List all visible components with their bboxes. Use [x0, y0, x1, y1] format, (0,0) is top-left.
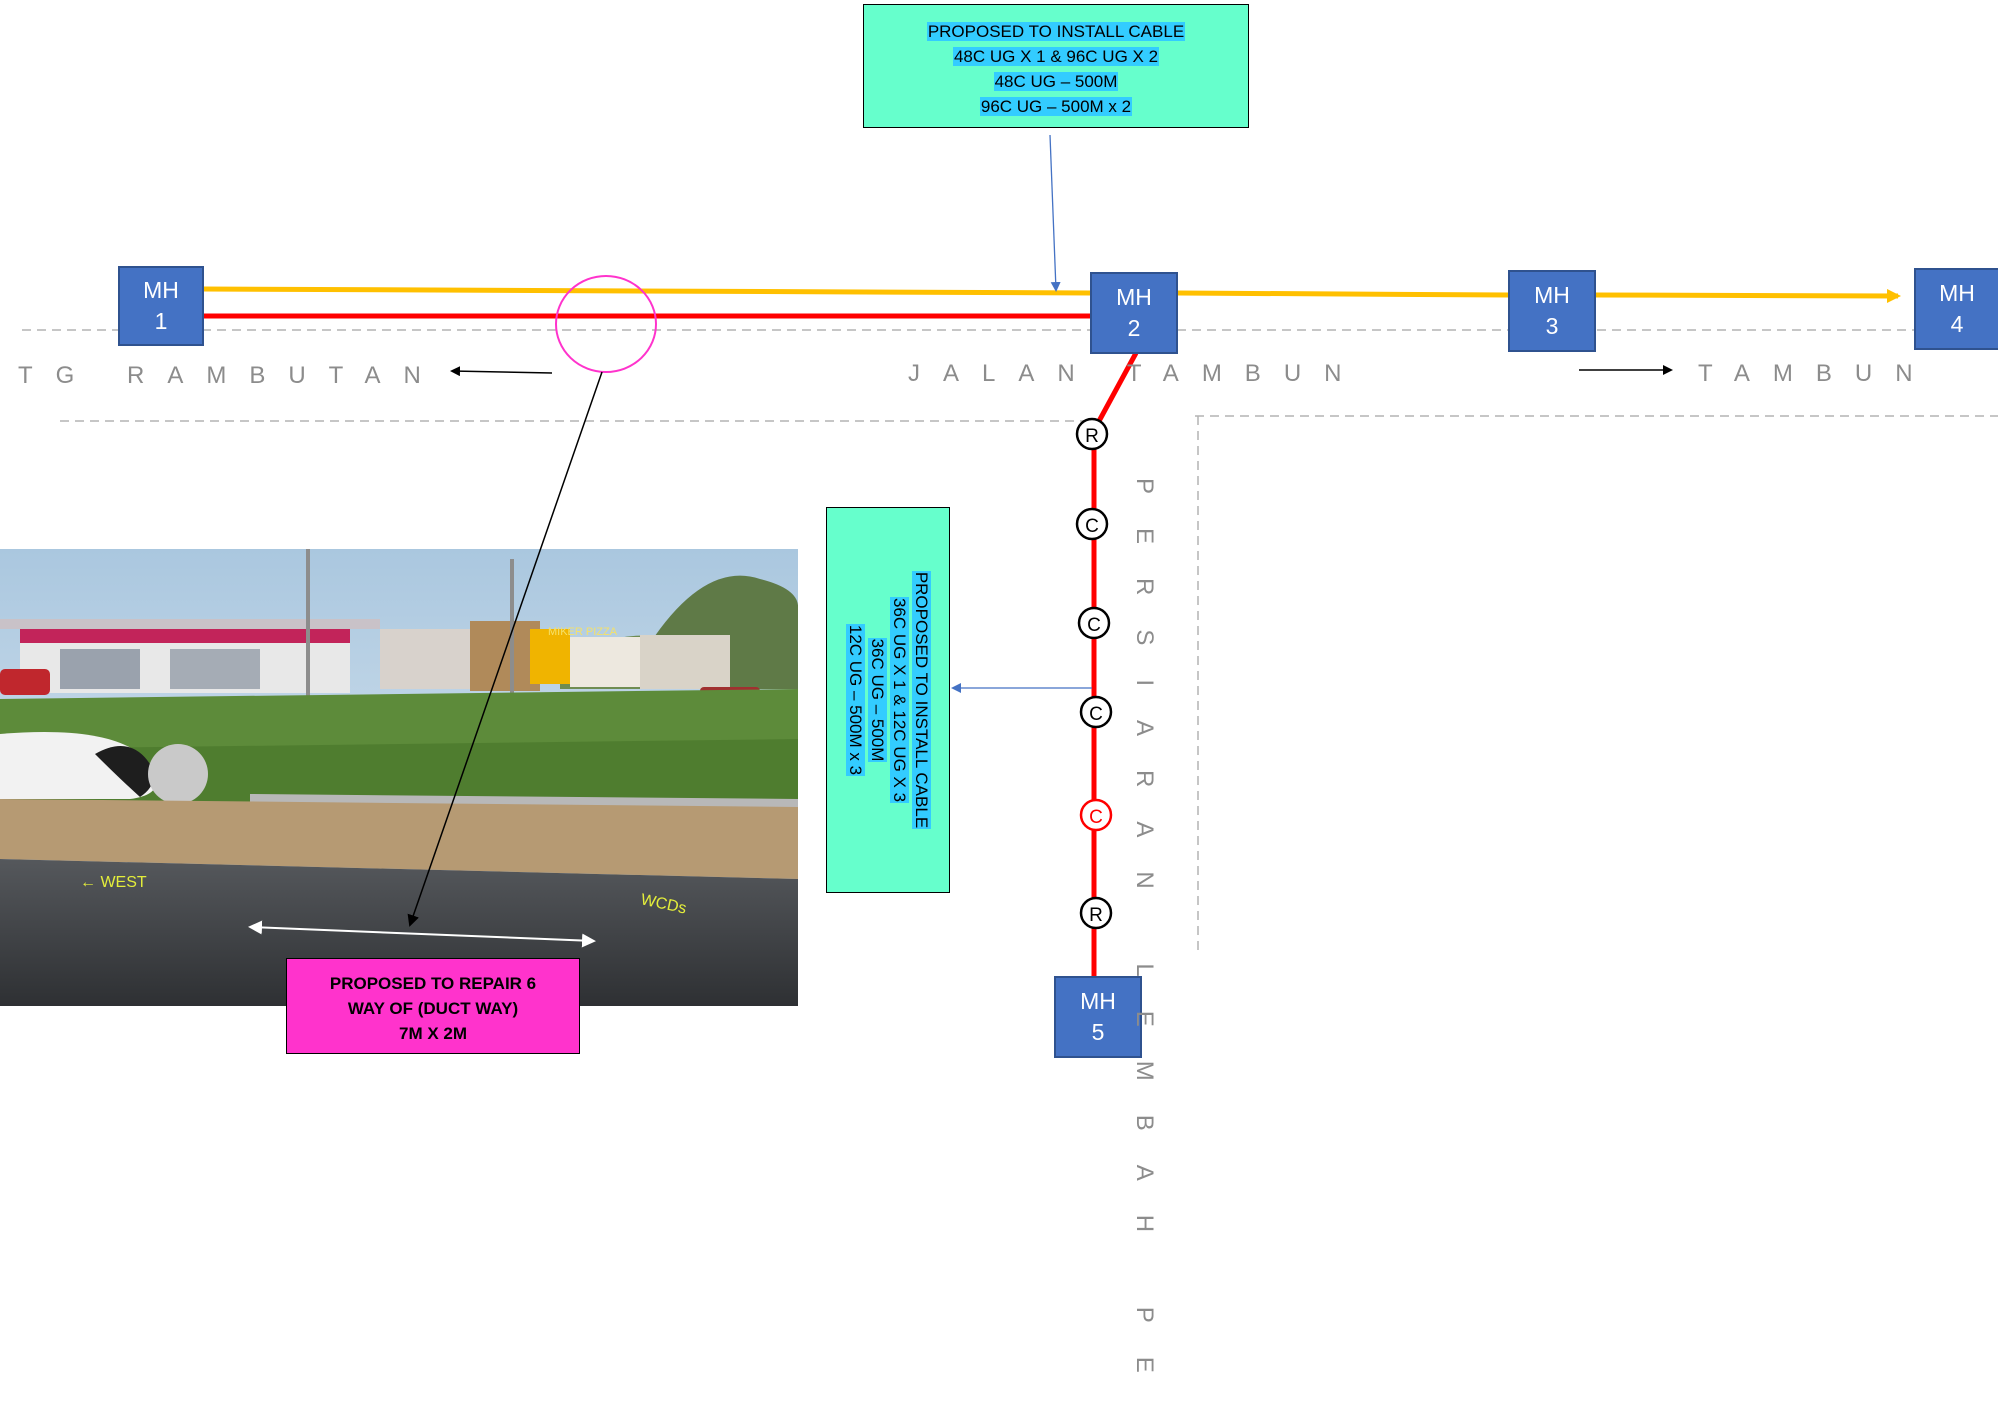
- manhole-2-label: MH: [1116, 284, 1152, 310]
- note-repair-line-2: WAY OF (DUCT WAY): [347, 999, 519, 1018]
- note-repair-duct-way: PROPOSED TO REPAIR 6 WAY OF (DUCT WAY) 7…: [286, 958, 580, 1054]
- repair-location-circle: [555, 275, 657, 373]
- note-top-line-1: PROPOSED TO INSTALL CABLE: [926, 22, 1186, 41]
- site-photo: MIKER PIZZA ← WEST WCDs: [0, 549, 798, 1006]
- manhole-1-number: 1: [154, 308, 168, 334]
- annotation-overlay: [248, 371, 603, 948]
- manhole-3-label: MH: [1534, 282, 1570, 308]
- manhole-4-label: MH: [1939, 280, 1975, 306]
- manhole-4[interactable]: MH 4: [1914, 268, 1998, 350]
- note-top-line-2: 48C UG X 1 & 96C UG X 2: [952, 47, 1160, 66]
- marker-c-1: C: [1075, 507, 1109, 541]
- road-label-jalan-tambun: JALAN TAMBUN: [908, 360, 1365, 387]
- manhole-1-label: MH: [143, 277, 179, 303]
- existing-cable-mh3-mh4: [1595, 288, 1901, 303]
- svg-text:C: C: [1089, 807, 1103, 828]
- svg-text:R: R: [1085, 426, 1099, 447]
- note-install-cable-side: PROPOSED TO INSTALL CABLE 36C UG X 1 & 1…: [826, 507, 950, 893]
- svg-text:C: C: [1087, 615, 1101, 636]
- road-label-tambun: TAMBUN: [1698, 360, 1936, 387]
- marker-c-2: C: [1077, 606, 1111, 640]
- manhole-5-number: 5: [1091, 1019, 1105, 1045]
- callout-arrow-top-note: [1049, 134, 1061, 292]
- manhole-3-number: 3: [1545, 313, 1559, 339]
- manhole-3[interactable]: MH 3: [1508, 270, 1596, 352]
- svg-text:← WEST: ← WEST: [80, 874, 147, 891]
- note-repair-line-1: PROPOSED TO REPAIR 6: [329, 974, 537, 993]
- existing-cable-mh1-mh2: [201, 286, 1091, 296]
- svg-text:R: R: [1089, 905, 1103, 926]
- manhole-2[interactable]: MH 2: [1090, 272, 1178, 354]
- measurement-arrow-width: [248, 920, 596, 948]
- marker-r-2: R: [1079, 896, 1113, 930]
- marker-c-fault: C: [1079, 798, 1113, 832]
- manhole-2-number: 2: [1127, 315, 1141, 341]
- note-install-cable-top: PROPOSED TO INSTALL CABLE 48C UG X 1 & 9…: [863, 4, 1249, 128]
- site-photo-illustration: MIKER PIZZA ← WEST WCDs: [0, 549, 798, 1006]
- cable-route-diagram: R C C C C R: [22, 134, 1998, 977]
- svg-text:C: C: [1085, 516, 1099, 537]
- existing-cable-mh2-mh3: [1177, 290, 1509, 298]
- road-label-tg-rambutan: TG RAMBUTAN: [18, 362, 444, 389]
- direction-arrow-left: [450, 366, 553, 377]
- svg-text:MIKER PIZZA: MIKER PIZZA: [548, 626, 618, 638]
- note-top-line-4: 96C UG – 500M x 2: [979, 97, 1133, 116]
- manhole-5-label: MH: [1080, 988, 1116, 1014]
- manhole-5[interactable]: MH 5: [1054, 976, 1142, 1058]
- leader-line-repair: [407, 371, 603, 927]
- manhole-4-number: 4: [1950, 311, 1964, 337]
- manhole-1[interactable]: MH 1: [118, 266, 204, 346]
- note-repair-line-3: 7M X 2M: [398, 1024, 468, 1043]
- note-top-line-3: 48C UG – 500M: [993, 72, 1119, 91]
- svg-text:C: C: [1089, 704, 1103, 725]
- marker-c-3: C: [1079, 695, 1113, 729]
- marker-r-1: R: [1075, 417, 1109, 451]
